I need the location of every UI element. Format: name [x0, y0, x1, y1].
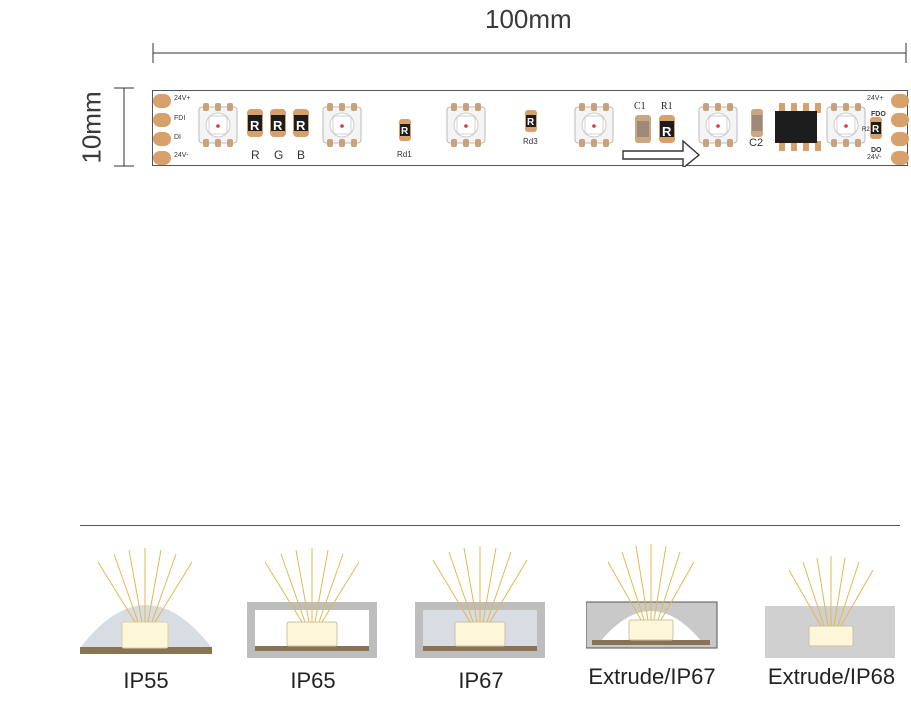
ip65-label: IP65 — [290, 668, 336, 693]
ip55-illustration — [80, 548, 212, 654]
label-rd3: Rd3 — [523, 137, 538, 146]
resistor-r1-mark: R — [662, 124, 672, 139]
extrude-ip67-illustration — [586, 544, 718, 649]
resistor-r2-mark: R — [872, 124, 880, 135]
label-r1: R1 — [661, 101, 673, 112]
extrude-ip67-label: Extrude/IP67 — [588, 664, 716, 689]
pad-label-left-2: DI — [174, 134, 181, 141]
pad-label-left-0: 24V+ — [174, 95, 191, 102]
pad-label-left-3: 24V- — [174, 152, 189, 159]
resistor-g-mark: R — [273, 118, 283, 133]
label-r: R — [251, 148, 260, 162]
resistor-rd3-mark: R — [527, 117, 535, 128]
label-r2: R2 — [862, 127, 870, 133]
strip-artwork — [153, 94, 909, 167]
label-rd1: Rd1 — [397, 150, 412, 159]
label-c2: C2 — [749, 137, 764, 149]
extrude-ip68-label: Extrude/IP68 — [767, 664, 896, 689]
extrude-ip68-illustration — [765, 556, 895, 658]
label-b: B — [297, 148, 306, 162]
pad-label-right-1: FDO — [871, 111, 886, 118]
width-dimension-label: 10mm — [76, 91, 107, 164]
resistor-r-mark: R — [250, 118, 260, 133]
ip67-label: IP67 — [458, 668, 504, 693]
width-dimension-line — [114, 87, 134, 167]
label-g: G — [274, 148, 284, 162]
led-strip-board: 24V+ FDI DI 24V- 24V+ FDO DO 24V- R R R … — [152, 90, 909, 167]
pad-label-right-2: DO — [871, 147, 882, 154]
pad-label-right-0: 24V+ — [867, 95, 884, 102]
pad-label-left-1: FDI — [174, 115, 186, 122]
ip67-illustration — [415, 546, 545, 658]
section-divider — [80, 525, 900, 526]
resistor-b-mark: R — [296, 118, 306, 133]
ip65-illustration — [247, 548, 377, 658]
resistor-rd1-mark: R — [401, 126, 409, 137]
label-c1: C1 — [634, 101, 646, 112]
ip55-label: IP55 — [123, 668, 169, 693]
length-dimension-label: 100mm — [485, 4, 572, 34]
pad-label-right-3: 24V- — [867, 154, 882, 161]
length-dimension-line — [152, 43, 907, 63]
